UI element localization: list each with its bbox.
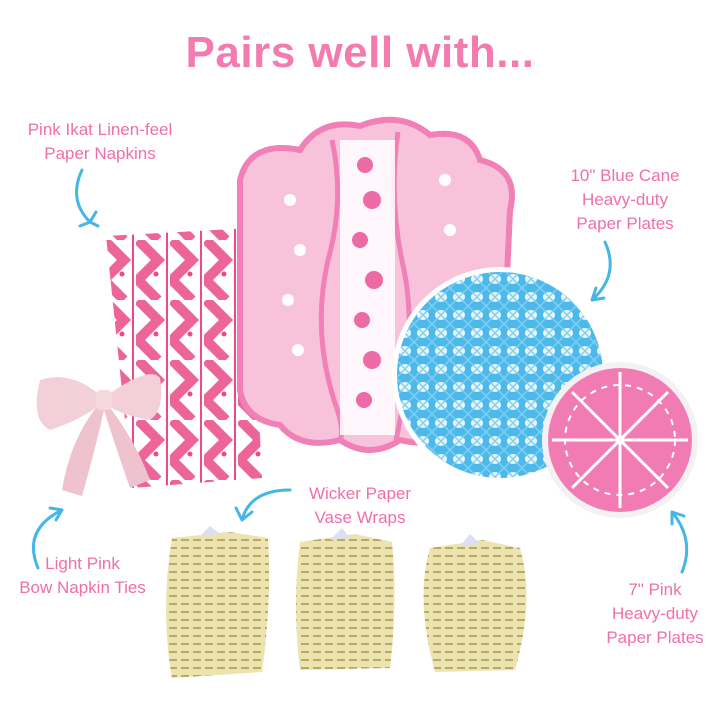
label-blue-cane-plates: 10" Blue Cane Heavy-duty Paper Plates [570,166,680,233]
arrow-pink-plates-icon [670,510,689,574]
label-pink-plates: 7" Pink Heavy-duty Paper Plates [606,580,704,647]
arrow-vase-wraps-icon [234,488,292,522]
page-title: Pairs well with... [185,28,535,77]
arrow-bow-icon [32,506,64,570]
arrows [32,168,689,574]
label-wicker-vase-wraps: Wicker Paper Vase Wraps [308,484,412,527]
label-bow-napkin-ties: Light Pink Bow Napkin Ties [19,554,146,597]
arrow-blue-plates-icon [590,240,612,302]
label-ikat-napkins: Pink Ikat Linen-feel Paper Napkins [27,120,173,163]
pink-bow-image [36,374,162,496]
pink-floral-plate-image [542,362,698,518]
ikat-napkins-image [106,228,262,488]
wicker-vase-wraps-image [166,526,527,678]
arrow-napkins-icon [75,168,100,228]
